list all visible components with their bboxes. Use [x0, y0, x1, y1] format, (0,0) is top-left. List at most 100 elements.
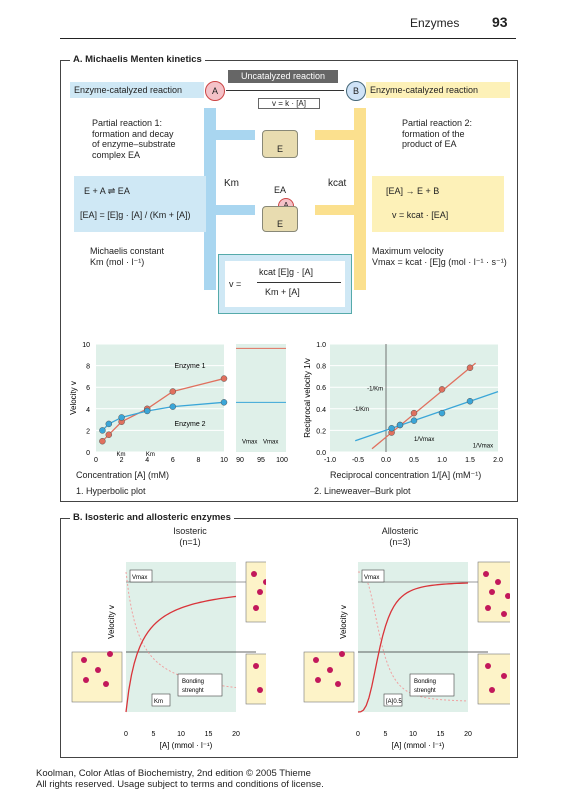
data-point — [410, 409, 418, 417]
bonding-annotation: Bonding — [414, 679, 436, 685]
section-a-frame — [60, 60, 518, 502]
x-tick-label: -1.0 — [324, 457, 336, 464]
substrate-molecule — [339, 651, 345, 657]
substrate-molecule — [483, 571, 489, 577]
x-axis-label: [A] (mmol · l⁻¹) — [160, 741, 213, 750]
left-eq-bottom: [EA] = [E]g · [A] / (Km + [A]) — [80, 210, 191, 220]
enzyme-catalyzed-left: Enzyme-catalyzed reaction — [70, 82, 204, 98]
x-tick-label: 90 — [236, 457, 244, 464]
y-tick-label: 4 — [86, 407, 90, 414]
bonding-annotation: strenght — [182, 688, 204, 694]
x-tick-label: -0.5 — [352, 457, 364, 464]
data-point — [466, 397, 474, 405]
data-point — [99, 427, 106, 434]
data-point — [220, 399, 228, 406]
molecule-panel-mid — [477, 653, 510, 705]
isosteric-title: Isosteric(n=1) — [173, 526, 207, 547]
half-sat-annotation: [A]0.5 — [386, 699, 402, 705]
neg-inv-km-label: -1/Km — [353, 407, 369, 413]
y-axis-label: Reciprocal velocity 1/v — [303, 358, 312, 438]
data-point — [143, 407, 151, 415]
uncatalyzed-label: Uncatalyzed reaction — [228, 70, 338, 83]
km-arrow-label: Km — [224, 178, 239, 189]
data-point — [169, 388, 177, 395]
series-label-1: Enzyme 1 — [174, 363, 205, 370]
molecule-panel-top — [245, 561, 266, 623]
x-tick-label: 10 — [220, 457, 228, 464]
substrate-molecule — [495, 579, 501, 585]
x-tick-label: 0 — [94, 457, 98, 464]
mm-denominator: Km + [A] — [265, 287, 300, 297]
x-tick-label: 15 — [437, 731, 445, 738]
y-axis-label: Velocity v — [69, 381, 78, 415]
hyperbolic-title: 1. Hyperbolic plot — [76, 486, 146, 496]
km-annotation: Km — [146, 452, 155, 458]
section-a-arrows — [204, 108, 366, 290]
velocity-curve — [125, 595, 237, 713]
half-sat-box — [383, 693, 403, 707]
x-tick-label: 2 — [120, 457, 124, 464]
bonding-box — [409, 673, 455, 697]
lb-xlabel: Reciprocal concentration 1/[A] (mM⁻¹) — [330, 470, 482, 480]
substrate-molecule — [263, 579, 266, 585]
y-tick-label: 0.4 — [316, 407, 326, 414]
substrate-molecule — [315, 677, 321, 683]
enzyme-catalyzed-right: Enzyme-catalyzed reaction — [366, 82, 510, 98]
x-tick-label: 20 — [232, 731, 240, 738]
x-tick-label: 0.5 — [409, 457, 419, 464]
bonding-box — [177, 673, 223, 697]
plot-area — [96, 344, 224, 452]
y-tick-label: 0.2 — [316, 428, 326, 435]
substrate-molecule — [253, 605, 259, 611]
hyperbolic-xlabel: Concentration [A] (mM) — [76, 470, 170, 480]
vmax-annotation: Vmax — [263, 439, 278, 445]
kcat-arrow-label: kcat — [328, 178, 347, 189]
y-axis-label: Velocity v — [107, 605, 116, 639]
enzyme-e-top: E — [262, 130, 298, 158]
data-point — [388, 424, 395, 432]
page-header-title: Enzymes — [410, 16, 460, 30]
substrate-molecule — [253, 663, 259, 669]
x-tick-label: 20 — [464, 731, 472, 738]
velocity-curve — [357, 582, 469, 713]
vmax-annotation: Vmax — [364, 575, 379, 581]
right-eq-top: [EA] → E + B — [386, 186, 440, 196]
inv-vmax-label: 1/Vmax — [473, 444, 493, 450]
x-tick-label: 10 — [177, 731, 185, 738]
x-tick-label: 4 — [145, 457, 149, 464]
data-point — [99, 437, 106, 445]
substrate-molecule — [505, 593, 510, 599]
data-point — [410, 417, 418, 424]
right-eq-bottom: v = kcat · [EA] — [392, 210, 449, 220]
y-tick-label: 0.0 — [316, 450, 326, 457]
ea-label: EA — [274, 185, 287, 195]
x-tick-label: 2.0 — [493, 457, 503, 464]
x-tick-label: 0 — [124, 731, 128, 738]
x-tick-label: 0 — [356, 731, 360, 738]
substrate-molecule — [489, 589, 495, 595]
data-point — [118, 414, 125, 421]
substrate-molecule — [489, 687, 495, 693]
data-point — [438, 386, 446, 393]
x-tick-label: 10 — [409, 731, 417, 738]
y-tick-label: 10 — [82, 342, 90, 349]
x-tick-label: 5 — [384, 731, 388, 738]
series-label-2: Enzyme 2 — [174, 421, 205, 428]
y-axis-label: Velocity v — [339, 605, 348, 639]
data-point — [105, 431, 113, 438]
substrate-molecule — [485, 663, 491, 669]
vmax-box — [361, 569, 385, 583]
substrate-molecule — [501, 611, 507, 617]
x-axis-label: [A] (mmol · l⁻¹) — [392, 741, 445, 750]
substrate-molecule — [107, 651, 113, 657]
substrate-molecule — [257, 589, 263, 595]
data-point — [396, 421, 404, 429]
allosteric-title: Allosteric(n=3) — [381, 526, 419, 547]
km-annotation: Km — [116, 452, 125, 458]
substrate-molecule — [335, 681, 341, 687]
vmax-annotation: Vmax — [242, 439, 257, 445]
